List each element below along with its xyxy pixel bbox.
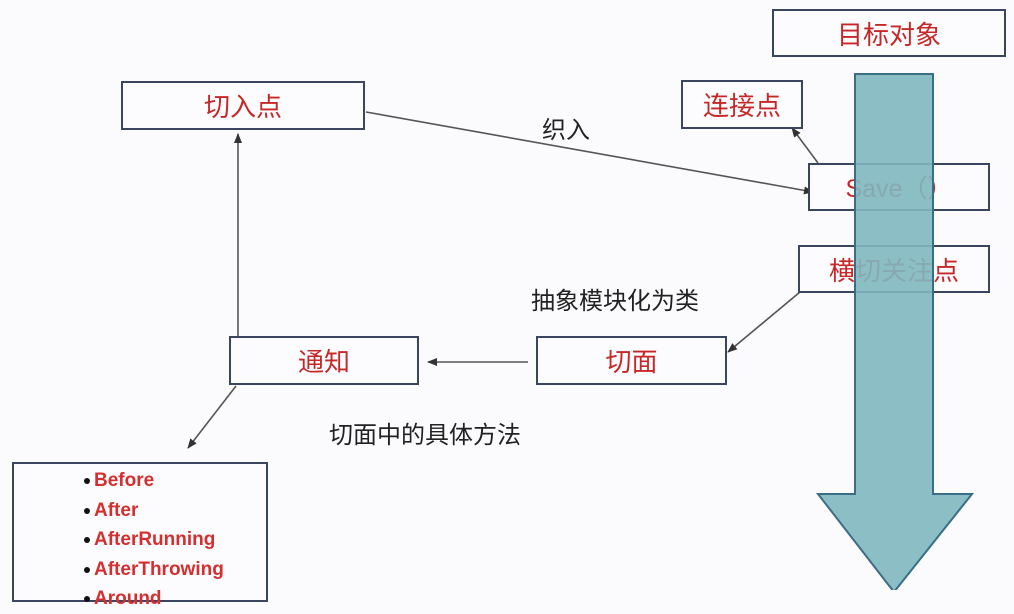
save-to-joinpoint-arrow (791, 127, 819, 164)
aspect-box: 切面 (536, 336, 727, 385)
connector-layer (187, 111, 819, 449)
bullet-icon (84, 537, 90, 543)
bullet-icon (84, 478, 90, 484)
list-item: Before (84, 466, 266, 496)
list-item: Around (84, 584, 266, 614)
specific-method-label: 切面中的具体方法 (329, 421, 521, 449)
concern-to-aspect-arrow (727, 291, 801, 353)
advice-box: 通知 (229, 336, 419, 385)
target-object-label: 目标对象 (836, 20, 941, 51)
target-object-box: 目标对象 (772, 9, 1006, 57)
bullet-icon (84, 507, 90, 514)
pointcut-label: 切入点 (203, 93, 282, 123)
down-arrow-shape (815, 73, 975, 590)
pointcut-box: 切入点 (121, 81, 365, 130)
join-point-box: 连接点 (681, 80, 803, 129)
list-item: AfterRunning (84, 525, 266, 555)
execution-flow-arrow (815, 73, 975, 590)
weave-label: 织入 (542, 116, 590, 144)
advice-label: 通知 (297, 348, 350, 378)
advice-to-list-arrow (187, 385, 237, 449)
abstract-module-label: 抽象模块化为类 (531, 287, 699, 315)
list-item: After (84, 496, 266, 526)
bullet-icon (84, 566, 90, 573)
aspect-label: 切面 (605, 348, 658, 378)
join-point-label: 连接点 (702, 92, 781, 122)
list-item: AfterThrowing (84, 555, 266, 585)
advice-type-list: Before After AfterRunning AfterThrowing … (12, 462, 268, 609)
weave-arrow (365, 111, 814, 195)
bullet-icon (84, 596, 90, 602)
